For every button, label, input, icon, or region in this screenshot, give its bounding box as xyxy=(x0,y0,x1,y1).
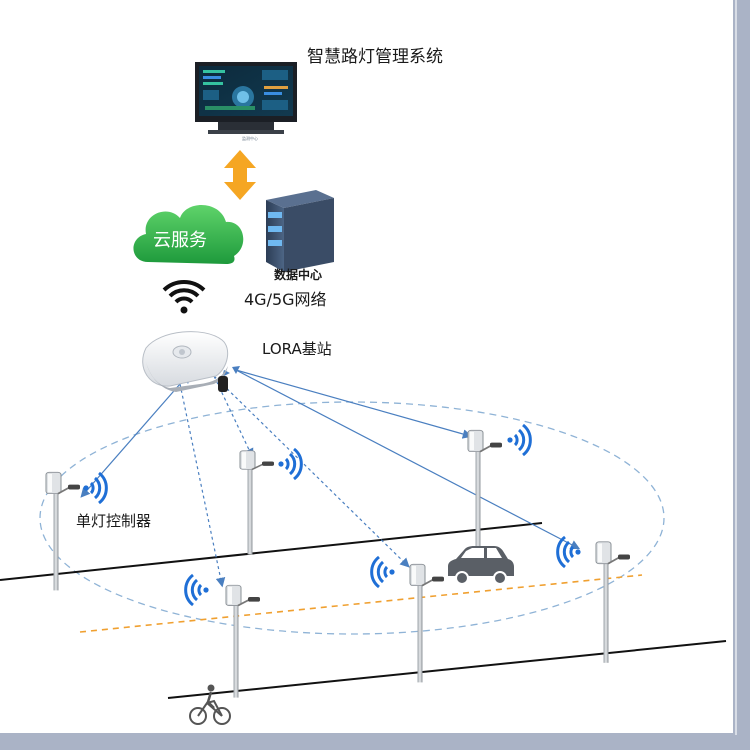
cloud-service-label: 云服务 xyxy=(153,230,207,251)
network-label: 4G/5G网络 xyxy=(244,290,327,309)
datacenter-label: 数据中心 xyxy=(273,268,322,282)
controller-label: 单灯控制器 xyxy=(76,512,152,530)
wifi-icon xyxy=(162,280,206,314)
updown-arrow-icon xyxy=(224,150,256,200)
monitor-caption: 监测中心 xyxy=(242,136,258,141)
gateway-icon xyxy=(142,331,229,392)
road-line xyxy=(0,522,543,581)
diagram-title: 智慧路灯管理系统 xyxy=(307,47,443,67)
lora-links xyxy=(80,369,581,588)
street-lamp-icon xyxy=(45,429,631,699)
road-line xyxy=(167,640,727,699)
cloud-icon xyxy=(133,204,244,264)
car-icon xyxy=(448,546,514,585)
server-icon xyxy=(266,190,334,272)
gateway-label: LORA基站 xyxy=(262,340,332,358)
bicycle-icon xyxy=(189,684,231,725)
monitor-icon xyxy=(195,62,297,134)
road-line xyxy=(79,574,643,633)
coverage-ellipse xyxy=(39,401,665,635)
